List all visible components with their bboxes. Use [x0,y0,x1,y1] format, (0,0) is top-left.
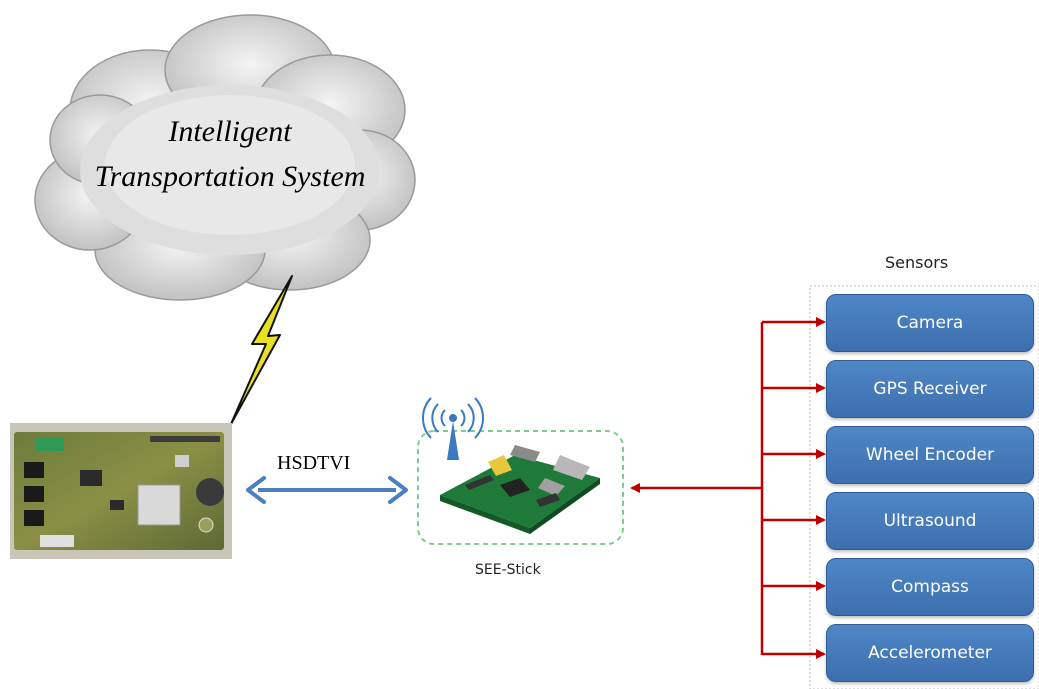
device-label: SEE-Stick [475,562,541,578]
lightning-bolt-icon [230,275,293,425]
sensor-gps-receiver: GPS Receiver [826,360,1034,418]
hardware-board-image [10,423,232,559]
sensor-compass: Compass [826,558,1034,616]
see-stick-frame [417,430,624,545]
sensor-branch-arrows [762,317,826,659]
sensors-title: Sensors [885,253,949,272]
sensor-camera: Camera [826,294,1034,352]
sensor-ultrasound: Ultrasound [826,492,1034,550]
wireless-signal-icon [422,397,484,460]
see-stick-board-image [440,445,600,534]
its-cloud [34,14,416,301]
cloud-title-line2: Transportation System [94,160,366,193]
sensor-wheel-encoder: Wheel Encoder [826,426,1034,484]
hsdtvi-link-arrow [246,476,408,504]
sensor-accelerometer: Accelerometer [826,624,1034,682]
link-label: HSDTVI [277,452,351,474]
cloud-title-line1: Intelligent [168,115,292,148]
